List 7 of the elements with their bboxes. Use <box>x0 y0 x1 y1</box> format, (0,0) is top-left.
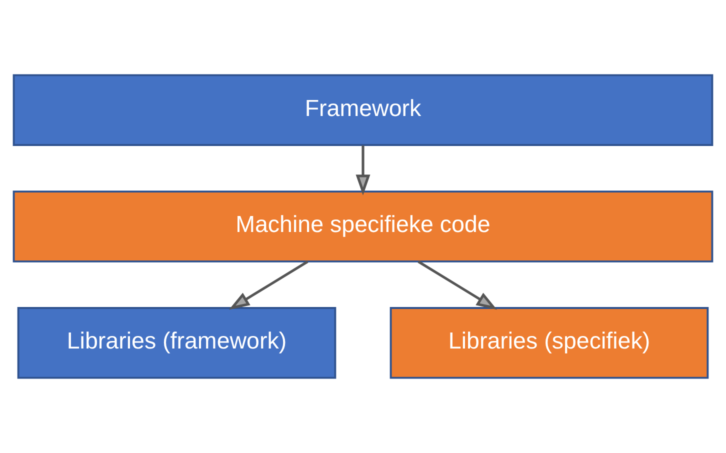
arrow <box>418 260 498 310</box>
node-box: Libraries (specifiek) <box>390 307 709 379</box>
arrow <box>356 146 370 196</box>
node-box: Framework <box>12 74 714 146</box>
arrow <box>228 260 308 310</box>
node-box: Libraries (framework) <box>17 307 336 379</box>
node-box: Machine specifieke code <box>12 190 714 262</box>
